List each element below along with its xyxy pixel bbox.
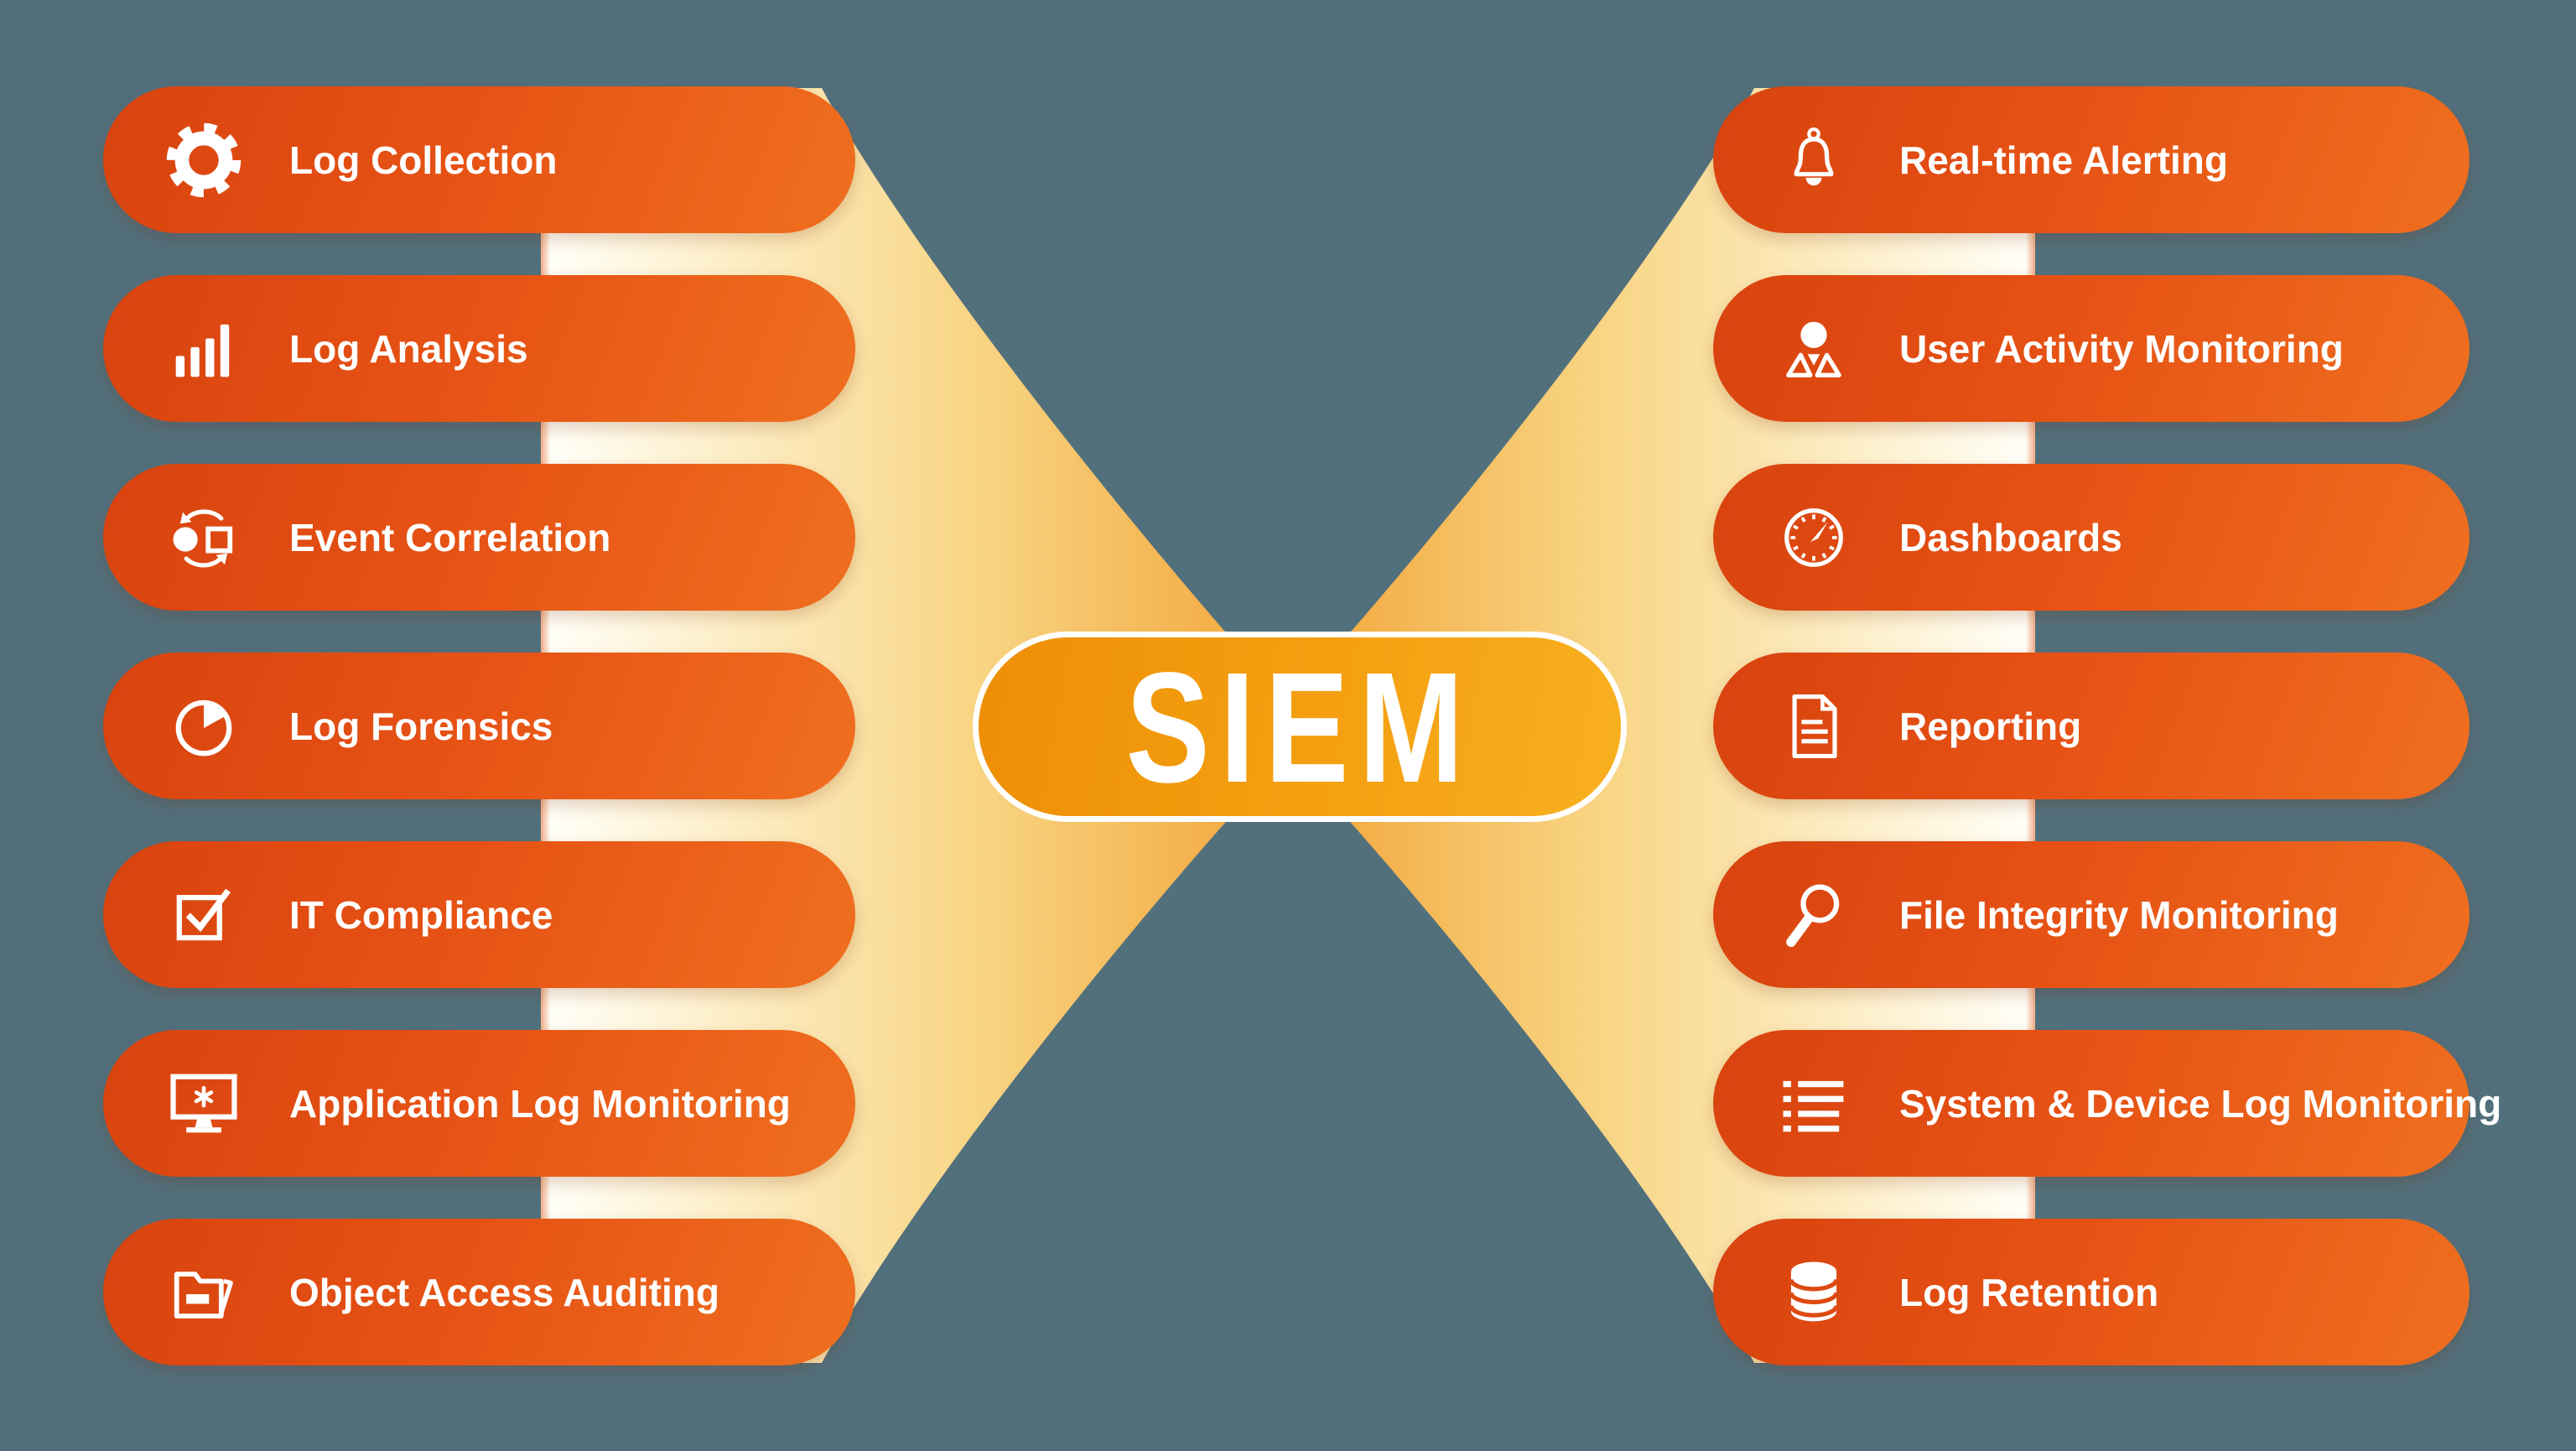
feature-pill-real-time-alerting: Real-time Alerting: [1713, 86, 2470, 233]
document-icon: [1772, 684, 1856, 768]
feature-pill-file-integrity-monitoring: File Integrity Monitoring: [1713, 841, 2470, 988]
feature-label: Object Access Auditing: [289, 1270, 719, 1314]
monitor-icon: [162, 1062, 246, 1146]
feature-pill-log-analysis: Log Analysis: [103, 275, 855, 422]
feature-pill-event-correlation: Event Correlation: [103, 464, 855, 611]
feature-pill-user-activity-monitoring: User Activity Monitoring: [1713, 275, 2470, 422]
feature-label: Real-time Alerting: [1899, 138, 2228, 182]
checkbox-icon: [162, 873, 246, 957]
feature-label: Log Collection: [289, 138, 558, 182]
magnifier-icon: [1772, 873, 1856, 957]
sync-icon: [162, 496, 246, 580]
database-icon: [1772, 1251, 1856, 1334]
feature-pill-log-forensics: Log Forensics: [103, 653, 855, 799]
feature-pill-application-log-monitoring: Application Log Monitoring: [103, 1030, 855, 1177]
siem-label: SIEM: [1125, 638, 1474, 815]
feature-label: IT Compliance: [289, 892, 553, 937]
feature-label: Dashboards: [1899, 515, 2122, 559]
feature-pill-system-device-log-monitoring: System & Device Log Monitoring: [1713, 1030, 2501, 1177]
bell-icon: [1772, 118, 1856, 202]
pie-chart-icon: [162, 684, 246, 768]
feature-pill-object-access-auditing: Object Access Auditing: [103, 1219, 855, 1365]
gear-icon: [162, 118, 246, 202]
feature-pill-it-compliance: IT Compliance: [103, 841, 855, 988]
feature-label: Event Correlation: [289, 515, 611, 559]
feature-label: Reporting: [1899, 704, 2082, 748]
feature-label: System & Device Log Monitoring: [1899, 1081, 2502, 1126]
feature-pill-log-retention: Log Retention: [1713, 1219, 2470, 1365]
user-icon: [1772, 307, 1856, 391]
gauge-icon: [1772, 496, 1856, 580]
folder-icon: [162, 1251, 246, 1334]
feature-pill-dashboards: Dashboards: [1713, 464, 2470, 611]
feature-label: Log Analysis: [289, 326, 528, 371]
feature-label: User Activity Monitoring: [1899, 326, 2344, 371]
list-icon: [1772, 1062, 1856, 1146]
feature-label: Application Log Monitoring: [289, 1081, 791, 1126]
feature-label: Log Retention: [1899, 1270, 2159, 1314]
bar-chart-icon: [162, 307, 246, 391]
feature-label: Log Forensics: [289, 704, 553, 748]
feature-label: File Integrity Monitoring: [1899, 892, 2339, 937]
siem-center-node: SIEM: [973, 632, 1627, 822]
feature-pill-log-collection: Log Collection: [103, 86, 855, 233]
feature-pill-reporting: Reporting: [1713, 653, 2470, 799]
